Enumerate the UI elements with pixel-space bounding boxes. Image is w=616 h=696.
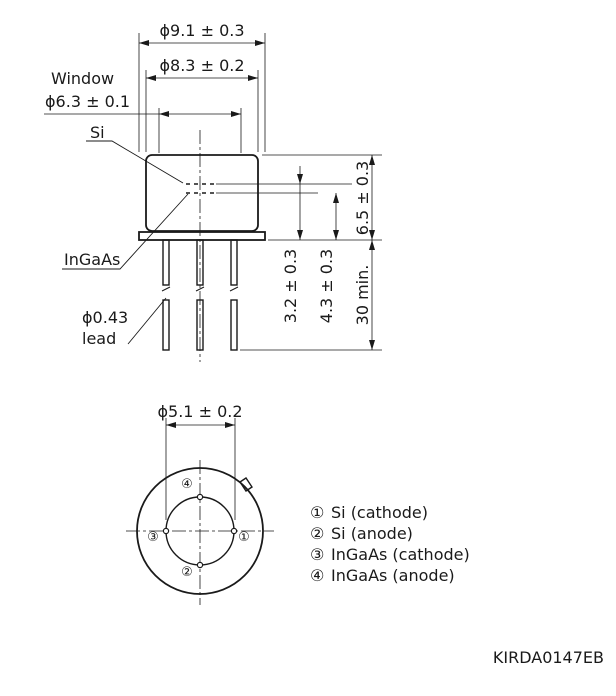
pin-legend: ① Si (cathode) ② Si (anode) ③ InGaAs (ca…: [310, 503, 470, 585]
drawing-code: KIRDA0147EB: [493, 648, 604, 667]
legend-number-2: ②: [310, 524, 324, 543]
pin-circle-label: ϕ5.1 ± 0.2: [157, 402, 242, 421]
pin-top: [196, 493, 204, 501]
arrow-pin-right: [225, 422, 235, 428]
orientation-tab: [239, 477, 253, 492]
si-offset-label: 3.2 ± 0.3: [281, 249, 300, 323]
arrow-body-right: [248, 75, 258, 81]
lead-word-label: lead: [82, 329, 116, 348]
ingaas-leader: [62, 193, 189, 270]
lead-diameter-leader: [127, 297, 167, 345]
flange: [138, 231, 266, 241]
arrow-cap-bottom: [369, 230, 375, 240]
pin-left: [162, 527, 170, 535]
arrow-si-bottom: [297, 230, 303, 240]
lead-right-lower: [230, 299, 238, 351]
si-label: Si: [90, 123, 105, 142]
pin-number-top: ④: [181, 477, 193, 492]
arrow-lead-bottom: [369, 340, 375, 350]
legend-text-2: Si (anode): [331, 524, 413, 543]
legend-number-4: ④: [310, 566, 324, 585]
cap-height-label: 6.5 ± 0.3: [353, 161, 372, 235]
pin-number-right: ①: [238, 530, 250, 545]
body-diameter-label: ϕ8.3 ± 0.2: [159, 56, 244, 75]
lead-break-right: [229, 286, 239, 292]
ingaas-offset-label: 4.3 ± 0.3: [317, 249, 336, 323]
arrow-window-right: [231, 111, 241, 117]
arrow-lead-top: [369, 240, 375, 250]
arrow-si-top: [297, 174, 303, 184]
legend-text-1: Si (cathode): [331, 503, 428, 522]
side-view: [44, 33, 382, 362]
outer-diameter-label: ϕ9.1 ± 0.3: [159, 21, 244, 40]
arrow-body-left: [146, 75, 156, 81]
lead-left-upper: [162, 239, 170, 286]
lead-middle-upper: [196, 239, 204, 286]
lead-left-lower: [162, 299, 170, 351]
legend-text-4: InGaAs (anode): [331, 566, 455, 585]
ingaas-label: InGaAs: [64, 250, 120, 269]
lead-length-label: 30 min.: [353, 265, 372, 326]
arrow-cap-top: [369, 155, 375, 165]
pin-number-left: ③: [147, 530, 159, 545]
arrow-ingaas-top: [333, 193, 339, 203]
arrow-window-left: [159, 111, 169, 117]
legend-number-1: ①: [310, 503, 324, 522]
lead-diameter-label: ϕ0.43: [82, 308, 128, 327]
arrow-ingaas-bottom: [333, 230, 339, 240]
lead-break-left: [161, 286, 171, 292]
arrow-outer-left: [139, 40, 149, 46]
lead-middle-lower: [196, 299, 204, 351]
pin-number-bottom: ②: [181, 565, 193, 580]
legend-number-3: ③: [310, 545, 324, 564]
arrow-outer-right: [255, 40, 265, 46]
pin-right: [230, 527, 238, 535]
lead-break-middle: [195, 286, 205, 292]
window-title-label: Window: [51, 69, 114, 88]
lead-right-upper: [230, 239, 238, 286]
arrow-pin-left: [166, 422, 176, 428]
si-leader: [86, 140, 184, 184]
window-diameter-label: ϕ6.3 ± 0.1: [45, 92, 130, 111]
legend-text-3: InGaAs (cathode): [331, 545, 470, 564]
pin-bottom: [196, 561, 204, 569]
bottom-view: [126, 418, 274, 605]
